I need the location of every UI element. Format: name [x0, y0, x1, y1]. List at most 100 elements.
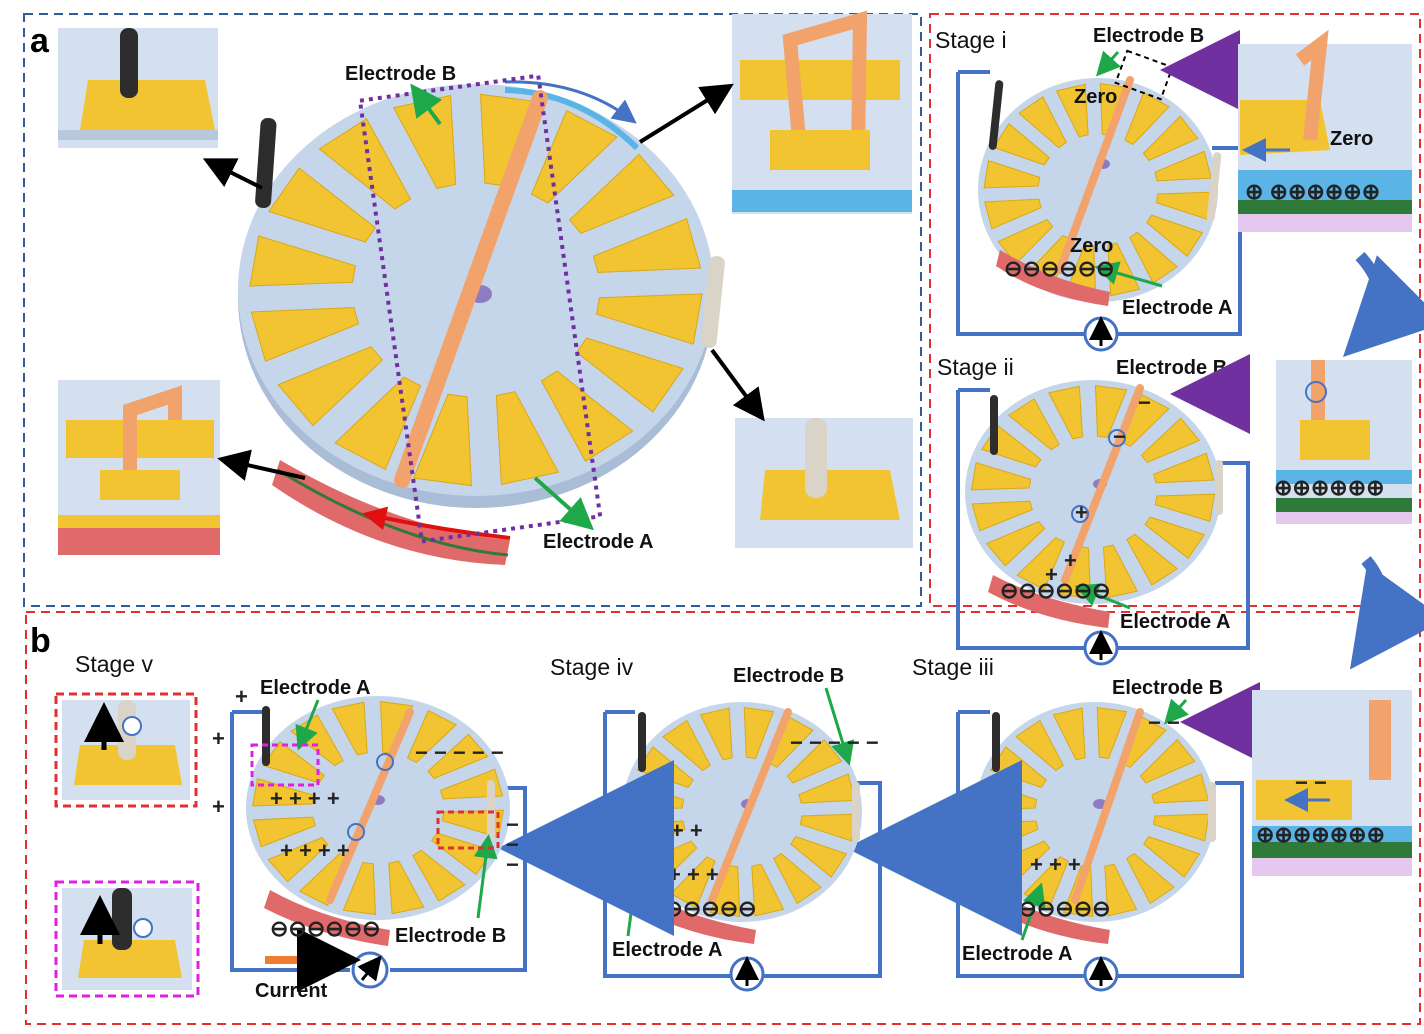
electrode-pad	[1154, 493, 1216, 523]
electrode-pad	[277, 346, 384, 427]
electrode-pad	[773, 852, 822, 905]
electrode-pad	[250, 307, 360, 362]
stage-iv-plus-2: + + +	[668, 862, 719, 887]
electrode-pad	[984, 198, 1042, 230]
stage-iv-electrode-b: Electrode B	[733, 665, 844, 687]
stage-iv: Stage iv Electrode B Electrode A	[550, 654, 882, 992]
electrode-pad	[331, 701, 368, 756]
electrode-pad	[318, 118, 412, 210]
top-film	[504, 87, 640, 151]
stage-v-neg-ions: ⊖⊖⊖⊖⊖⊖	[270, 916, 381, 941]
stage-ii-title: Stage ii	[937, 354, 1014, 380]
stage-ii-neg-carrier: −	[1113, 424, 1126, 449]
stage-iii-electrode-a: Electrode A	[962, 943, 1072, 965]
stage-v-electrode-b: Electrode B	[395, 925, 506, 947]
inset-top-left	[58, 28, 218, 148]
electrode-pad	[1047, 385, 1084, 440]
electrode-pad	[1094, 385, 1128, 438]
electrode-pad	[1015, 719, 1064, 772]
svg-text:− −: − −	[1295, 770, 1327, 795]
electrode-pad	[743, 706, 775, 759]
electrode-pad	[252, 816, 316, 848]
stage-iii-title: Stage iii	[912, 654, 994, 680]
electrode-pin-white	[700, 256, 725, 348]
electrode-pad	[427, 733, 489, 779]
electrode-pad	[1152, 813, 1210, 842]
electrode-pad	[334, 376, 422, 470]
stage-i-title: Stage i	[935, 27, 1007, 53]
electrode-pad	[1142, 115, 1199, 161]
electrode-pad	[699, 707, 733, 761]
stage-ii-plus-1: +	[1045, 562, 1058, 587]
stage-arrow-ii-iii	[1349, 556, 1424, 670]
rotation-arrow-red	[362, 506, 511, 540]
electrode-pad	[252, 777, 315, 807]
stage-i-zero-top: Zero	[1074, 86, 1117, 108]
electrode-pad	[1143, 836, 1201, 878]
electrode-pad	[1126, 852, 1175, 905]
electrode-pad	[530, 110, 618, 204]
stage-v-title: Stage v	[75, 651, 153, 677]
stage-v-minus-1: −	[506, 812, 519, 837]
electrode-pad	[267, 837, 329, 883]
electrode-pad	[1052, 707, 1086, 761]
electrode-pad	[1055, 83, 1089, 138]
electrode-pad	[992, 122, 1050, 166]
electrode-pad	[997, 219, 1054, 265]
label-electrode-b-a: Electrode B	[345, 63, 456, 85]
electrode-pad	[1016, 536, 1065, 591]
electrode-pad	[342, 862, 377, 915]
stage-v-plus-top: +	[235, 684, 248, 709]
stage-v-plus-mid: +	[212, 726, 225, 751]
electrode-pad	[1104, 863, 1138, 917]
electrode-pad	[268, 167, 377, 243]
stage-v-inset-magenta	[54, 880, 200, 998]
arrow-to-inset-tl	[202, 158, 263, 190]
electrode-pad	[790, 836, 848, 878]
stage-iii-inset: − − ⊕⊕⊕⊕⊕⊕⊕	[1252, 690, 1412, 876]
electrode-pad	[388, 860, 425, 915]
electrode-pad	[249, 235, 357, 287]
electrode-pad	[985, 521, 1046, 567]
panel-b-letter: b	[30, 622, 51, 660]
stage-i-circuit	[956, 72, 1242, 336]
panel-a-letter: a	[30, 22, 50, 60]
stage-ii-plus-2: +	[1064, 548, 1077, 573]
stage-i-electrode-b: Electrode B	[1093, 25, 1204, 47]
electrode-pad	[971, 500, 1033, 532]
electrode-pad	[495, 391, 560, 486]
main-device	[238, 73, 725, 565]
electrode-pad	[412, 849, 466, 902]
electrode-pad	[1096, 706, 1128, 759]
electrode-pad	[662, 719, 711, 772]
stage-v-plus-low: +	[212, 794, 225, 819]
pointer-electrode-a	[533, 476, 594, 531]
stage-iv-neg-ions: ⊖⊖⊖⊖⊖⊖	[646, 896, 757, 921]
stage-iii: Stage iii Electrode B Electrode A	[912, 654, 1260, 992]
pointer-electrode-b	[410, 83, 443, 126]
electrode-pad	[262, 740, 325, 784]
stage-ii-minus-1: −	[1138, 390, 1151, 415]
inset-bottom-right	[735, 418, 913, 548]
svg-text:⊕ ⊕⊕⊕⊕⊕⊕: ⊕ ⊕⊕⊕⊕⊕⊕	[1245, 179, 1380, 204]
stage-i-zero-bottom: Zero	[1070, 235, 1113, 257]
brush-bar	[394, 90, 548, 488]
stage-ii: Stage ii Electrode B Electrode A	[937, 354, 1250, 666]
stage-v-plus-row2: + + + +	[280, 838, 350, 863]
arrow-to-inset-bl	[217, 449, 306, 481]
electrode-pad	[751, 863, 785, 917]
stage-ii-electrode-b: Electrode B	[1116, 357, 1227, 379]
stage-iv-electrode-a: Electrode A	[612, 939, 722, 961]
electrode-pad	[412, 393, 473, 487]
stage-arrow-i-ii	[1343, 251, 1424, 357]
electrode-pad	[595, 293, 703, 345]
stage-v-electrode-a: Electrode A	[260, 677, 370, 699]
stage-ii-pos-carrier: +	[1075, 500, 1088, 525]
electrode-pad	[709, 865, 741, 918]
stage-v: Stage v Current Electrode A Electrode B	[75, 651, 527, 1002]
electrode-pad	[575, 337, 684, 413]
stage-v-minus-3: −	[506, 852, 519, 877]
svg-text:⊕⊕⊕⊕⊕⊕⊕: ⊕⊕⊕⊕⊕⊕⊕	[1256, 822, 1385, 847]
stage-iii-electrode-b: Electrode B	[1112, 677, 1223, 699]
stage-iii-neg-ions: ⊖⊖⊖⊖⊖⊖	[1000, 896, 1111, 921]
